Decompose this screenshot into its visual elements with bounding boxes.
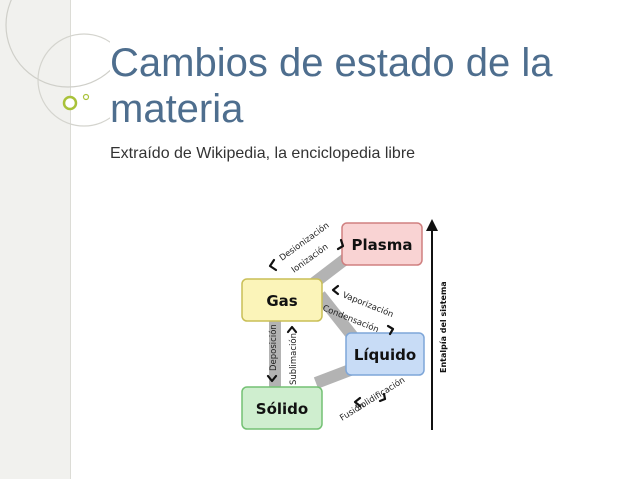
fusion-label: Fusión [338, 400, 367, 424]
chevron-left-icon [268, 258, 278, 272]
enthalpy-axis-label: Entalpía del sistema [439, 281, 448, 373]
chevron-down-icon [266, 374, 278, 383]
chevron-left-icon [353, 396, 362, 408]
chevron-right-icon [378, 392, 387, 403]
deco-dot-small [82, 93, 90, 101]
slide-title: Cambios de estado de la materia [110, 41, 553, 131]
deco-dot-green [62, 95, 78, 111]
chevron-right-icon [336, 238, 345, 251]
gas-box [241, 278, 323, 322]
chevron-left-icon [331, 284, 340, 296]
left-decorative-strip [0, 0, 71, 479]
solido-box [241, 386, 323, 430]
state-change-diagram: Plasma Gas Líquido Sólido Desionización … [241, 219, 448, 430]
liquido-label: Líquido [354, 346, 416, 364]
liquido-box [345, 332, 425, 376]
deposicion-label: Deposición [268, 324, 279, 371]
chevron-down-icon [386, 324, 395, 336]
decorative-circles [5, 0, 110, 127]
deco-circle-medium [37, 33, 110, 127]
sublimacion-label: Sublimación [288, 333, 299, 385]
solido-label: Sólido [256, 400, 308, 418]
gas-label: Gas [266, 292, 297, 310]
chevron-up-icon [286, 325, 298, 334]
arrow-up-icon [426, 219, 438, 231]
slide-subtitle: Extraído de Wikipedia, la enciclopedia l… [110, 145, 416, 162]
plasma-label: Plasma [352, 236, 413, 254]
deco-circle-large [5, 0, 110, 88]
